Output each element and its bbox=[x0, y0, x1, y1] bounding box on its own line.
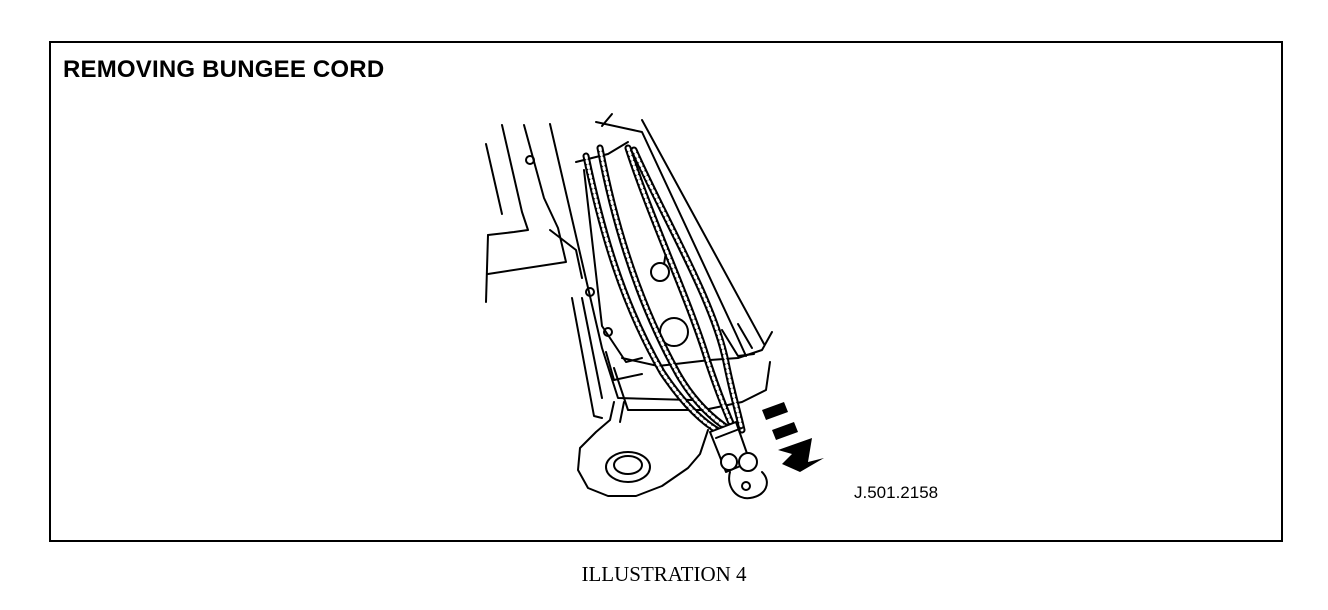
figure-reference-code: J.501.2158 bbox=[854, 483, 939, 502]
illustration-caption: ILLUSTRATION 4 bbox=[581, 562, 747, 586]
bungee-cord-removal-drawing bbox=[485, 113, 824, 500]
bungee-cord bbox=[582, 144, 746, 436]
seat-frame-panel bbox=[485, 124, 613, 419]
pull-direction-arrow bbox=[762, 402, 824, 472]
illustration-frame: REMOVING BUNGEE CORD bbox=[49, 41, 1283, 542]
mounting-bracket bbox=[577, 401, 709, 497]
cord-end-clip bbox=[709, 421, 768, 500]
panel-title: REMOVING BUNGEE CORD bbox=[63, 56, 385, 83]
